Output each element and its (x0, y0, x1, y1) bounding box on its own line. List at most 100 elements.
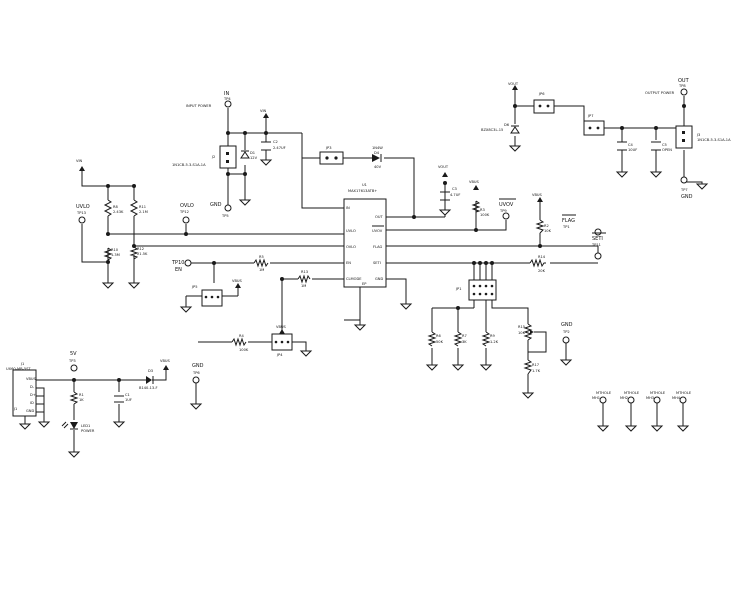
power-arrow-icon (279, 329, 285, 334)
net-seti: SETI (592, 236, 603, 242)
svg-text:J2: J2 (211, 155, 215, 159)
svg-text:VBUS: VBUS (532, 193, 543, 197)
svg-text:U1: U1 (362, 183, 367, 187)
svg-text:1N1CB-5.3-S1A-1A: 1N1CB-5.3-S1A-1A (172, 163, 206, 167)
net-uvlo: UVLO (76, 204, 90, 210)
svg-text:2.43K: 2.43K (113, 210, 124, 214)
resistor-r2 (535, 219, 545, 234)
ground-icon (112, 421, 126, 428)
jumper-jp7 (583, 120, 605, 136)
ground-icon (615, 171, 629, 178)
ground-icon (189, 403, 203, 410)
svg-text:10K: 10K (544, 229, 552, 233)
ground-icon (67, 451, 81, 458)
svg-text:FLAG: FLAG (373, 245, 383, 249)
power-arrow-icon (473, 185, 479, 190)
svg-text:21.5K: 21.5K (137, 252, 148, 256)
svg-text:VBUS: VBUS (26, 377, 37, 381)
resistor-r8 (103, 199, 113, 217)
svg-text:UVOV: UVOV (372, 229, 383, 233)
net-gnd-tp7: GND (681, 194, 693, 200)
net-uvov: UVOV (499, 202, 514, 208)
svg-text:TP13: TP13 (76, 211, 86, 215)
svg-text:J3: J3 (696, 133, 700, 137)
svg-text:J1: J1 (13, 407, 17, 411)
svg-text:R6: R6 (436, 334, 441, 338)
potentiometer-r15 (523, 323, 533, 341)
led-led1 (70, 422, 78, 429)
diode-d3 (146, 376, 152, 384)
svg-text:IN: IN (346, 206, 350, 210)
svg-text:TP6: TP6 (192, 371, 200, 375)
resistor-r12 (129, 246, 139, 260)
svg-text:J1: J1 (20, 362, 24, 366)
svg-text:TP3: TP3 (68, 359, 76, 363)
ground-icon (650, 425, 664, 432)
svg-text:D3: D3 (148, 369, 153, 373)
net-gnd-tp2: GND (561, 322, 573, 328)
power-led-label: POWER (81, 429, 95, 433)
ground-icon (676, 425, 690, 432)
svg-text:R9: R9 (490, 334, 495, 338)
svg-text:MTHOLE: MTHOLE (596, 391, 612, 395)
svg-text:GND: GND (375, 277, 383, 281)
ground-symbols (18, 145, 709, 458)
svg-text:R3: R3 (480, 208, 485, 212)
capacitor-c3 (440, 191, 450, 201)
labels: IN TP4 INPUT POWER VIN GND TP5 J2 1N1CB-… (6, 78, 731, 433)
usb-connector-j1 (12, 369, 37, 417)
svg-text:C5: C5 (662, 143, 667, 147)
svg-text:VOUT: VOUT (508, 82, 519, 86)
svg-text:JP3: JP3 (325, 146, 332, 150)
ground-icon (624, 425, 638, 432)
ground-icon (425, 364, 439, 371)
svg-text:VOUT: VOUT (438, 165, 449, 169)
resistor-r7 (453, 331, 463, 347)
svg-text:1M: 1M (259, 268, 264, 272)
svg-text:CLMODE: CLMODE (346, 277, 362, 281)
net-gnd-tp6: GND (192, 363, 204, 369)
connector-j2 (219, 145, 237, 169)
power-arrow-icon (163, 365, 169, 370)
svg-text:MTHOLE: MTHOLE (624, 391, 640, 395)
svg-text:R5: R5 (259, 255, 264, 259)
svg-text:EN: EN (346, 261, 351, 265)
svg-text:MH4: MH4 (672, 396, 681, 400)
svg-text:B140-13-F: B140-13-F (139, 386, 158, 390)
net-en: EN (175, 267, 182, 273)
svg-text:TP1: TP1 (562, 225, 570, 229)
svg-text:JP4: JP4 (276, 353, 283, 357)
svg-text:OPEN: OPEN (662, 148, 672, 152)
svg-text:JP7: JP7 (587, 114, 594, 118)
svg-text:UVLO: UVLO (346, 229, 356, 233)
svg-text:OUT: OUT (375, 215, 383, 219)
svg-text:VIN: VIN (260, 109, 267, 113)
svg-text:R10: R10 (111, 248, 119, 252)
svg-text:10K: 10K (518, 331, 526, 335)
ground-icon (18, 423, 32, 430)
connector-j3 (675, 125, 693, 149)
svg-text:MH2: MH2 (620, 396, 628, 400)
svg-text:BZX8C3L-15: BZX8C3L-15 (481, 128, 503, 132)
net-out: OUT (678, 78, 690, 84)
ground-icon (37, 421, 51, 428)
net-5v: 5V (70, 351, 77, 357)
ground-icon (259, 159, 273, 166)
capacitor-c4 (617, 141, 627, 151)
ground-icon (695, 183, 709, 190)
svg-text:TP5: TP5 (221, 214, 229, 218)
net-gnd-tp5: GND (210, 202, 222, 208)
svg-text:R11: R11 (139, 205, 146, 209)
resistor-r6 (427, 331, 437, 347)
svg-text:1.3M: 1.3M (111, 253, 120, 257)
ground-icon (299, 350, 313, 357)
svg-text:MH1: MH1 (592, 396, 600, 400)
ground-icon (451, 364, 465, 371)
svg-text:JP5: JP5 (191, 285, 198, 289)
power-arrow-icon (442, 172, 448, 177)
svg-text:C2: C2 (273, 140, 278, 144)
power-arrow-icon (512, 85, 518, 90)
power-arrows (79, 85, 543, 370)
svg-text:VBUS: VBUS (469, 180, 480, 184)
header-jp1 (468, 279, 497, 301)
